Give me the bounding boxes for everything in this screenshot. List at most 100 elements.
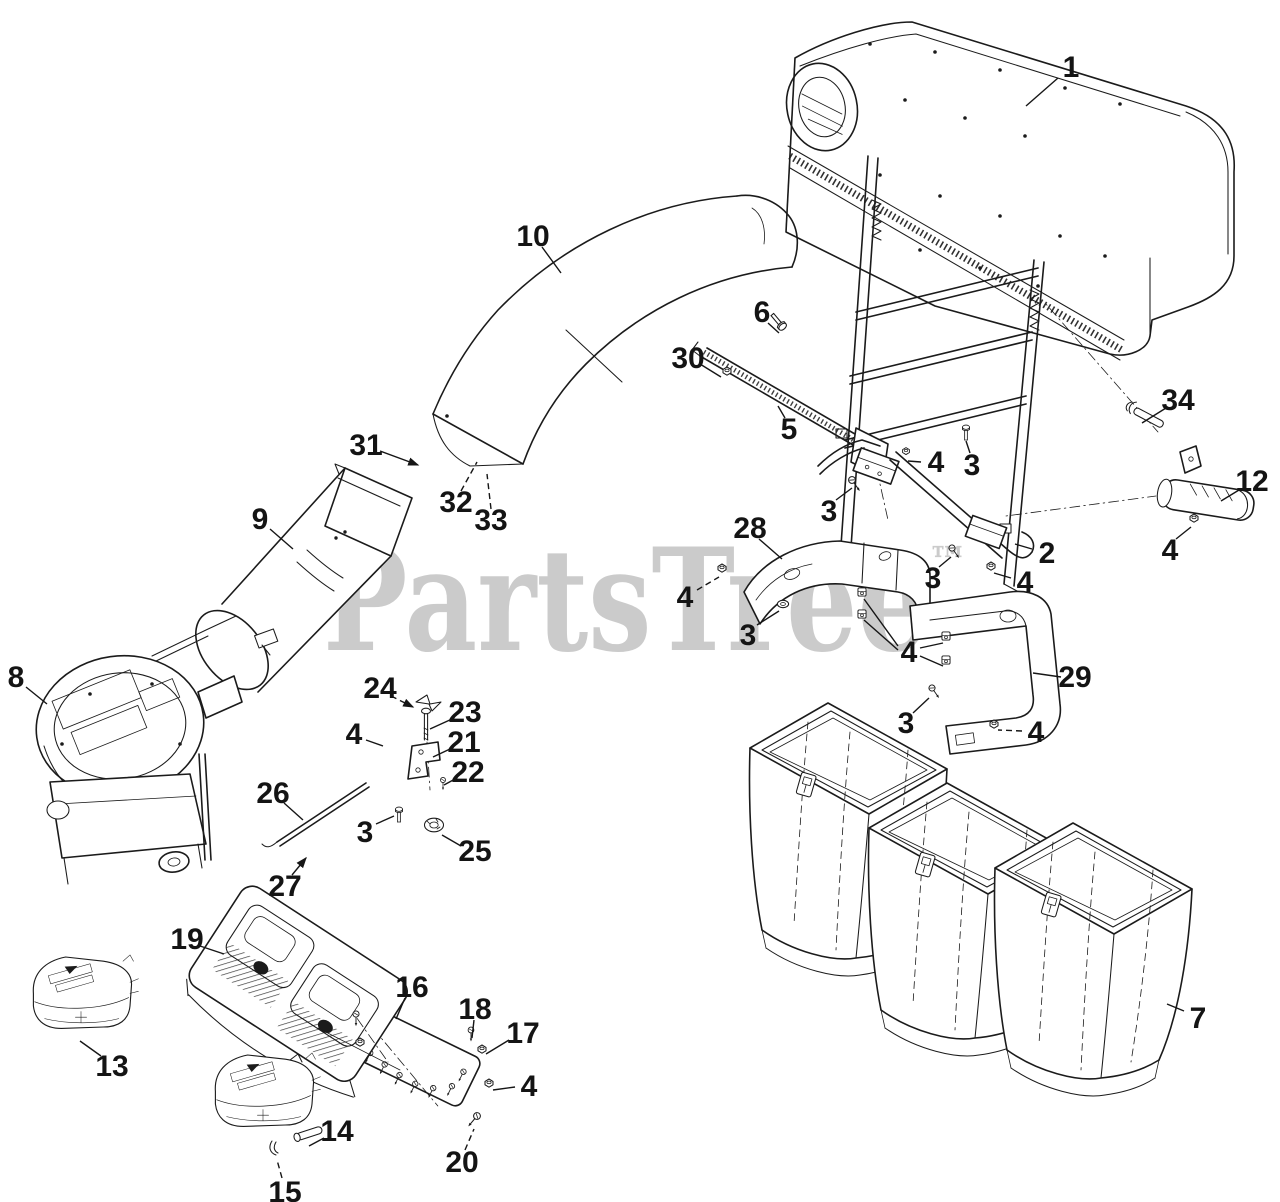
callout-1: 1 xyxy=(1063,51,1080,84)
callout-2: 2 xyxy=(1039,537,1056,570)
leader-25 xyxy=(441,834,462,847)
callout-3d: 3 xyxy=(740,619,757,652)
callout-4g: 4 xyxy=(346,718,363,751)
callout-17: 17 xyxy=(506,1017,539,1050)
part-1-hopper-assembly xyxy=(785,21,1236,599)
callout-18: 18 xyxy=(458,993,491,1026)
callout-23: 23 xyxy=(448,696,481,729)
part-2-latch-frame xyxy=(817,439,1035,559)
leader-8 xyxy=(25,686,48,705)
alignment-line-dashed xyxy=(353,1013,389,1063)
part-9-lower-chute xyxy=(195,463,413,694)
callout-4e: 4 xyxy=(901,636,918,669)
leader-13 xyxy=(79,1040,102,1057)
leader-24 xyxy=(390,695,415,708)
callout-13: 13 xyxy=(95,1050,128,1083)
callout-3c: 3 xyxy=(925,562,942,595)
callout-32: 32 xyxy=(439,486,472,519)
callout-4h: 4 xyxy=(521,1070,538,1103)
leader-18 xyxy=(471,1019,475,1039)
leader-17 xyxy=(485,1039,510,1055)
callout-6: 6 xyxy=(754,296,771,329)
callout-29: 29 xyxy=(1058,661,1091,694)
callout-27: 27 xyxy=(268,870,301,903)
leader-27 xyxy=(291,856,307,876)
callout-3e: 3 xyxy=(898,707,915,740)
leader-10 xyxy=(541,246,562,274)
alignment-line xyxy=(317,1027,401,1071)
leader-6 xyxy=(767,322,780,334)
part-10-upper-chute xyxy=(432,194,799,467)
callout-16: 16 xyxy=(395,971,428,1004)
watermark: PartsTree ™ xyxy=(323,518,968,684)
callout-3f: 3 xyxy=(357,816,374,849)
part-7-collection-bins xyxy=(748,702,1193,1097)
part-24-wing-clip xyxy=(415,694,442,712)
part-13-engine-cover xyxy=(32,954,139,1029)
callout-9: 9 xyxy=(252,503,269,536)
leader-3d xyxy=(756,610,780,626)
leader-22 xyxy=(443,778,456,786)
callout-24: 24 xyxy=(363,672,397,705)
callout-4f: 4 xyxy=(1028,716,1045,749)
part-12-hitch-tube xyxy=(1156,445,1255,521)
watermark-tm: ™ xyxy=(928,538,968,585)
hardware-fasteners xyxy=(261,311,1199,1130)
leader-4h xyxy=(492,1086,516,1091)
part-21-bracket xyxy=(407,741,441,780)
leader-31 xyxy=(379,450,420,466)
leader-4c xyxy=(993,572,1012,579)
leader-4e xyxy=(919,642,944,649)
callout-4a: 4 xyxy=(928,446,945,479)
part-15-clip xyxy=(269,1140,279,1156)
leader-34 xyxy=(1141,407,1167,424)
part-8-blower xyxy=(35,615,243,885)
leader-4b xyxy=(1175,526,1192,540)
part-26-rod xyxy=(261,782,370,848)
callout-22: 22 xyxy=(451,756,484,789)
callout-8: 8 xyxy=(8,661,25,694)
leader-20 xyxy=(464,1128,475,1151)
leader-4e xyxy=(863,619,899,651)
leader-3b xyxy=(835,487,853,501)
leader-33 xyxy=(486,473,492,510)
leader-15 xyxy=(276,1159,283,1179)
leader-28 xyxy=(758,538,783,560)
leader-4g xyxy=(365,739,384,747)
leader-7 xyxy=(1166,1003,1185,1012)
callout-14: 14 xyxy=(320,1115,354,1148)
callout-5: 5 xyxy=(781,413,798,446)
leader-4a xyxy=(907,460,922,463)
callout-7: 7 xyxy=(1190,1002,1207,1035)
leader-21 xyxy=(432,748,451,758)
callout-4c: 4 xyxy=(1017,566,1034,599)
part-13-engine-cover-b xyxy=(214,1052,321,1127)
leader-1 xyxy=(1025,77,1059,107)
part-19-control-panel xyxy=(186,885,408,1098)
leader-3a xyxy=(965,440,971,454)
leader-4f xyxy=(997,729,1023,732)
callout-33: 33 xyxy=(474,504,507,537)
leader-9 xyxy=(269,528,294,550)
part-14-pin xyxy=(293,1126,323,1142)
leader-29 xyxy=(1032,672,1062,678)
callout-15: 15 xyxy=(268,1176,301,1202)
callout-3a: 3 xyxy=(964,449,981,482)
callout-31: 31 xyxy=(349,429,382,462)
part-25-flange-nut xyxy=(423,817,445,833)
leader-3f xyxy=(375,815,395,825)
leader-2 xyxy=(1014,543,1033,550)
callout-20: 20 xyxy=(445,1146,478,1179)
leader-14 xyxy=(308,1137,325,1147)
callout-12: 12 xyxy=(1235,465,1268,498)
leader-19 xyxy=(199,945,225,955)
callout-26: 26 xyxy=(256,777,289,810)
leader-3e xyxy=(912,697,930,714)
blower-decals xyxy=(51,669,181,756)
pin-34 xyxy=(1125,401,1164,428)
callout-30: 30 xyxy=(671,342,704,375)
callout-34: 34 xyxy=(1161,384,1195,417)
